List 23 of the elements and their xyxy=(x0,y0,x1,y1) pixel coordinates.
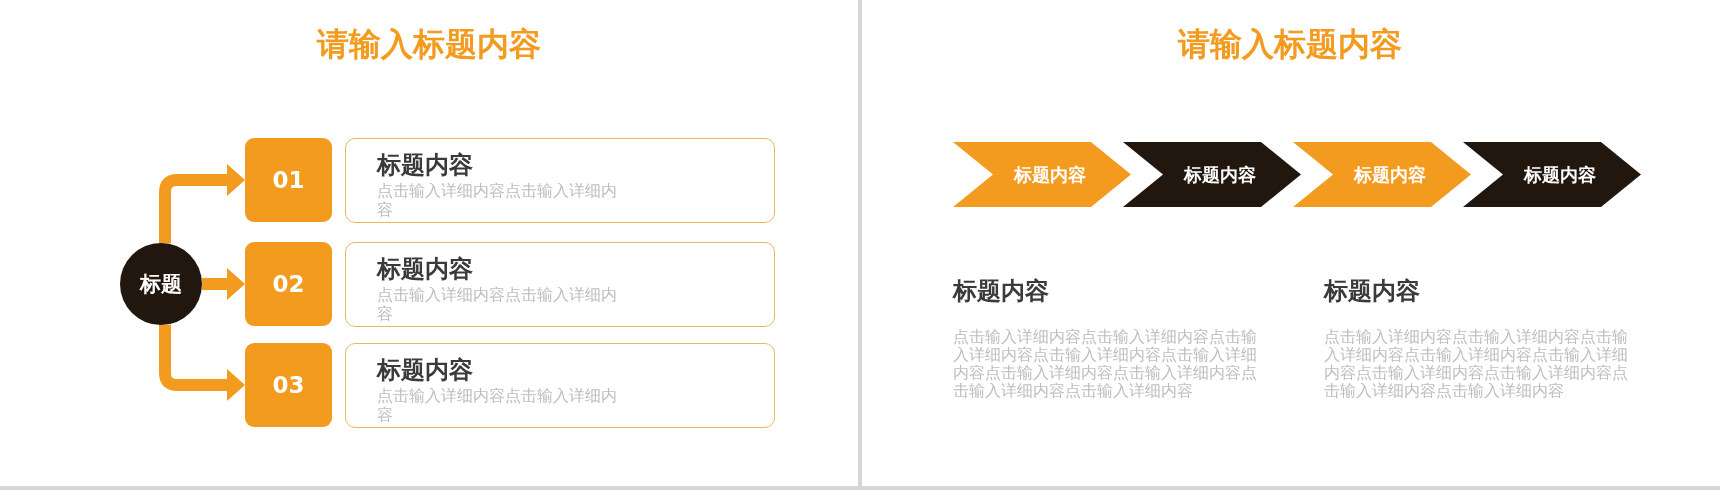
slide-title: 请输入标题内容 xyxy=(1178,25,1402,63)
circle-node: 标题 xyxy=(120,243,202,325)
slide-title: 请输入标题内容 xyxy=(317,25,541,63)
content-card xyxy=(345,138,775,223)
arrow xyxy=(159,164,245,244)
body-text: 点击输入详细内容点击输入详细内容点击输入详细内容点击输入详细内容点击输入详细内容点击输入详细内容点击输入详细内容点击输入详细内容点击输入详细内容 xyxy=(1324,328,1629,400)
chevron-block: 标题内容 xyxy=(1463,142,1641,207)
card-heading: 标题内容 xyxy=(377,255,473,283)
number-tile: 01 xyxy=(245,138,332,222)
number-tile: 02 xyxy=(245,242,332,326)
arrow xyxy=(202,268,245,300)
card-heading: 标题内容 xyxy=(377,151,473,179)
card-text: 点击输入详细内容点击输入详细内容 xyxy=(377,386,618,424)
card-text: 点击输入详细内容点击输入详细内容 xyxy=(377,181,618,219)
section-heading: 标题内容 xyxy=(953,277,1049,305)
card-heading: 标题内容 xyxy=(377,356,473,384)
number-tile: 03 xyxy=(245,343,332,427)
body-text: 点击输入详细内容点击输入详细内容点击输入详细内容点击输入详细内容点击输入详细内容点击输入详细内容点击输入详细内容点击输入详细内容点击输入详细内容 xyxy=(953,328,1258,400)
card-text: 点击输入详细内容点击输入详细内容 xyxy=(377,285,618,323)
content-card xyxy=(345,242,775,327)
content-card xyxy=(345,343,775,428)
arrow xyxy=(159,324,245,401)
section-heading: 标题内容 xyxy=(1324,277,1420,305)
